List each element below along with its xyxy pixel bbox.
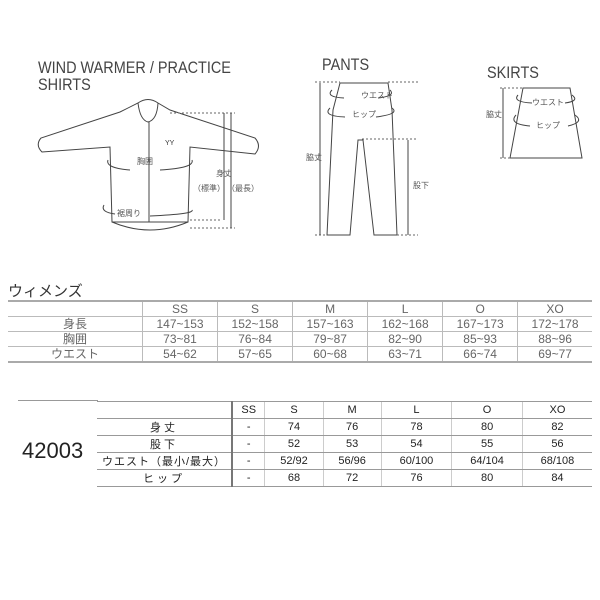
- size-header: S: [264, 401, 324, 419]
- longest-label: （最長）: [227, 184, 259, 193]
- pants-side-length-label: 脇丈: [306, 152, 322, 162]
- size-header: S: [217, 300, 293, 317]
- cell: 63~71: [367, 346, 443, 363]
- cell: 80: [451, 469, 523, 487]
- size-header: M: [292, 300, 368, 317]
- cell: 76~84: [217, 331, 293, 347]
- row-label: ウエスト: [8, 346, 143, 363]
- size-header: SS: [141, 300, 218, 317]
- row-label: ヒップ: [97, 469, 232, 487]
- row-label: 胸囲: [8, 331, 143, 347]
- skirt-diagram: [500, 87, 583, 159]
- cell: 74: [264, 418, 324, 436]
- cell: -: [231, 435, 265, 453]
- cell: 80: [451, 418, 523, 436]
- brand-logo: ΥΥ: [165, 140, 175, 147]
- row-label: 股下: [97, 435, 232, 453]
- cell: 52/92: [264, 452, 324, 470]
- skirts-title: SKIRTS: [487, 63, 539, 82]
- skirt-hip-label: ヒップ: [536, 121, 560, 130]
- cell: 88~96: [517, 331, 592, 347]
- size-header: XO: [521, 401, 592, 419]
- cell: 172~178: [517, 316, 592, 332]
- length-label: 身丈: [216, 168, 232, 178]
- garment-diagrams: 胸囲 身丈 （標準） （最長） 裾周り ΥΥ ウエスト ヒップ 脇丈 股下 ウエ…: [37, 81, 583, 236]
- size-header: L: [367, 300, 443, 317]
- cell: 56/96: [322, 452, 382, 470]
- cell: 85~93: [442, 331, 518, 347]
- cell: 56: [521, 435, 592, 453]
- pants-diagram: [315, 81, 418, 236]
- pants-hip-label: ヒップ: [352, 110, 376, 119]
- product-code: 42003: [22, 438, 84, 463]
- cell: 82~90: [367, 331, 443, 347]
- cell: 66~74: [442, 346, 518, 363]
- standard-label: （標準）: [193, 183, 225, 193]
- pants-title: PANTS: [322, 55, 370, 74]
- row-label: 身長: [8, 316, 143, 332]
- skirt-side-length-label: 脇丈: [486, 109, 502, 119]
- shirts-title-line1: WIND WARMER / PRACTICE: [38, 58, 231, 77]
- size-header: XO: [517, 300, 592, 317]
- size-header: SS: [231, 401, 265, 419]
- size-header: O: [451, 401, 523, 419]
- table-header-row: SS S M L O XO: [97, 401, 592, 419]
- skirt-waist-label: ウエスト: [532, 98, 564, 107]
- shirt-diagram: [37, 99, 259, 231]
- cell: 84: [521, 469, 592, 487]
- cell: 147~153: [141, 316, 218, 332]
- cell: 157~163: [292, 316, 368, 332]
- cell: 68/108: [521, 452, 592, 470]
- cell: 52: [264, 435, 324, 453]
- shirts-title-line2: SHIRTS: [38, 75, 91, 94]
- table-header-row: SS S M L O XO: [8, 300, 592, 317]
- pants-waist-label: ウエスト: [361, 91, 393, 100]
- cell: 76: [380, 469, 452, 487]
- womens-table-title: ウィメンズ: [8, 283, 83, 300]
- cell: -: [231, 452, 265, 470]
- cell: 57~65: [217, 346, 293, 363]
- cell: 82: [521, 418, 592, 436]
- pants-inseam-label: 股下: [413, 181, 429, 190]
- cell: 53: [322, 435, 382, 453]
- cell: 72: [322, 469, 382, 487]
- cell: 64/104: [451, 452, 523, 470]
- cell: 60~68: [292, 346, 368, 363]
- cell: 68: [264, 469, 324, 487]
- cell: -: [231, 469, 265, 487]
- cell: 55: [451, 435, 523, 453]
- cell: -: [231, 418, 265, 436]
- size-header: M: [322, 401, 382, 419]
- cell: 79~87: [292, 331, 368, 347]
- cell: 152~158: [217, 316, 293, 332]
- row-label: ウエスト（最小/最大）: [97, 452, 232, 470]
- cell: 54: [380, 435, 452, 453]
- divider: [18, 400, 98, 401]
- size-header: O: [442, 300, 518, 317]
- cell: 60/100: [380, 452, 452, 470]
- row-label: 身丈: [97, 418, 232, 436]
- cell: 167~173: [442, 316, 518, 332]
- cell: 54~62: [141, 346, 218, 363]
- cell: 76: [322, 418, 382, 436]
- cell: 73~81: [141, 331, 218, 347]
- size-header: L: [380, 401, 452, 419]
- cell: 162~168: [367, 316, 443, 332]
- cell: 69~77: [517, 346, 592, 363]
- hem-label: 裾周り: [117, 208, 141, 218]
- chest-label: 胸囲: [137, 156, 153, 166]
- cell: 78: [380, 418, 452, 436]
